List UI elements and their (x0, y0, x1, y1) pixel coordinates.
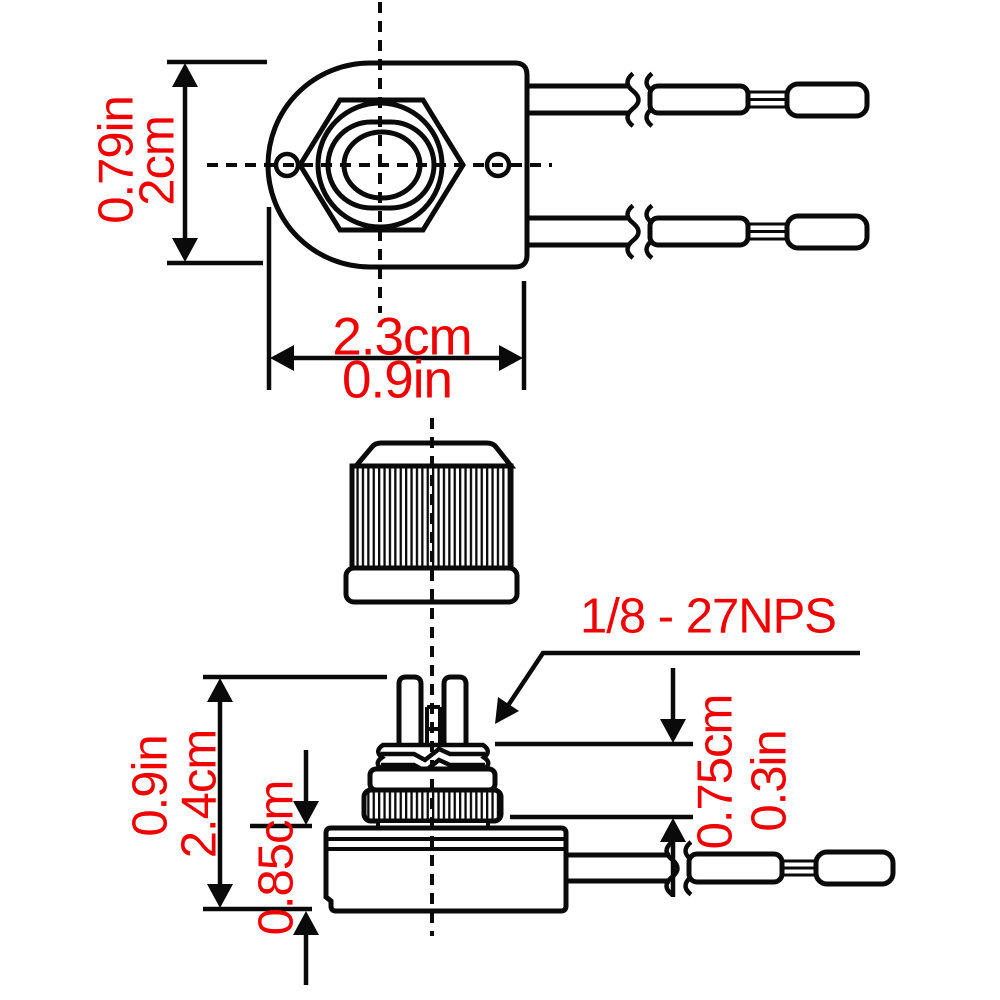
wire-insulation (647, 83, 751, 116)
knob-base (343, 565, 520, 605)
label-front-height-inches: 0.9in (123, 735, 178, 837)
dim-top-height (167, 59, 267, 266)
dimensions (167, 59, 860, 985)
label-top-height-metric: 2cm (130, 116, 185, 206)
wire-terminal (813, 849, 896, 887)
knob-dome (350, 440, 517, 469)
prong-right (441, 674, 469, 745)
prong-left (396, 674, 424, 745)
leader-arrowhead (495, 697, 519, 724)
front-view (323, 674, 896, 914)
wire-strands (782, 859, 818, 877)
centerlines (207, 2, 552, 936)
label-front-height-metric: 2.4cm (172, 729, 227, 859)
label-top-width-metric: 2.3cm (332, 307, 472, 367)
label-body-height-metric: 0.85cm (249, 780, 304, 936)
wire-lead-lower (527, 203, 870, 260)
wire-insulation (647, 215, 751, 248)
dim-bushing-length (495, 668, 693, 897)
label-bushing-inches: 0.3in (742, 730, 797, 832)
wire-lead-side (566, 840, 896, 897)
thread-leader (495, 650, 860, 724)
label-thread-spec: 1/8 - 27NPS (580, 589, 837, 644)
label-top-width-inches: 0.9in (342, 350, 453, 410)
label-bushing-metric: 0.75cm (688, 694, 743, 850)
dim-body-height (250, 750, 319, 985)
wire-lead-upper (527, 71, 870, 128)
wire-strands (748, 222, 788, 241)
dim-top-width (266, 207, 527, 390)
wire-insulation (686, 851, 785, 885)
dim-front-height (203, 674, 387, 912)
top-view (265, 60, 870, 270)
wire-strands (748, 90, 788, 109)
wire-terminal (784, 213, 870, 251)
wire-terminal (784, 81, 870, 119)
